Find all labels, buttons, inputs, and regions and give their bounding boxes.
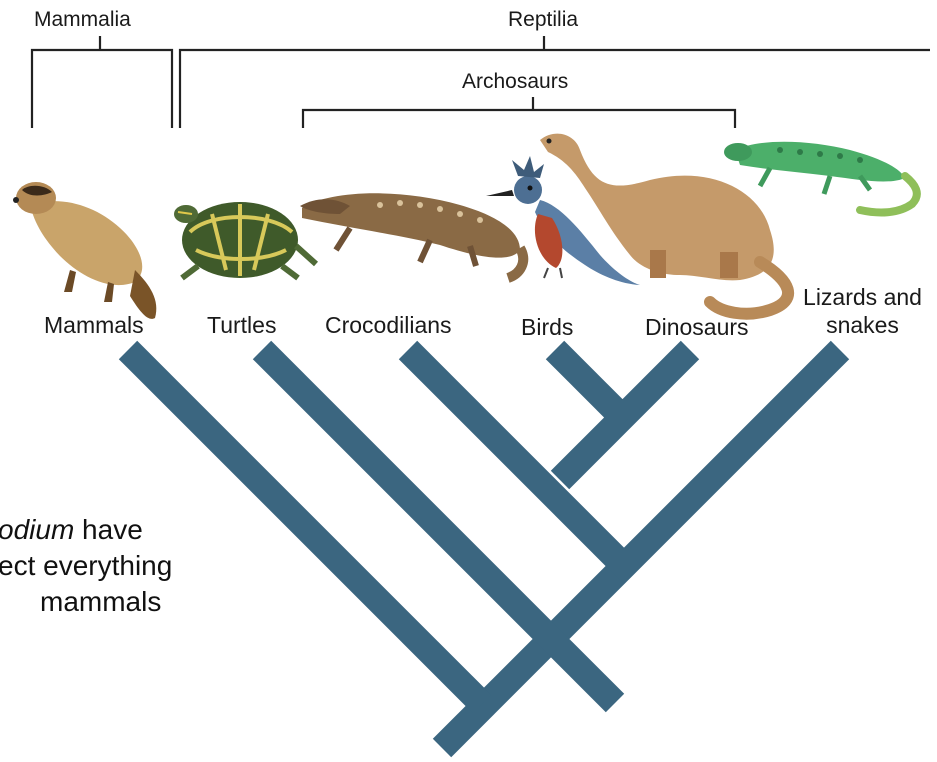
turtle-illustration — [174, 202, 316, 278]
dinosaurs-label: Dinosaurs — [645, 314, 749, 341]
lizards-snakes-label: Lizards and snakes — [790, 283, 935, 339]
caption-line1-rest: have — [74, 514, 143, 545]
crocodilians-label: Crocodilians — [325, 312, 452, 339]
crocodile-illustration — [300, 193, 523, 278]
reptilia-label: Reptilia — [508, 8, 578, 32]
archosaurs-bracket — [303, 97, 735, 128]
lizards-label-line2: snakes — [790, 311, 935, 339]
mammalia-label: Mammalia — [34, 8, 131, 32]
birds-label: Birds — [521, 314, 573, 341]
archosaurs-label: Archosaurs — [462, 70, 568, 94]
ferret-illustration — [13, 182, 156, 319]
caption-line3: mammals — [40, 584, 300, 620]
branch-birds — [555, 350, 626, 421]
mammalia-bracket — [32, 36, 172, 128]
caption-line1: odium have — [0, 512, 298, 548]
lizards-label-line1: Lizards and — [790, 283, 935, 311]
caption-line2: ect everything — [0, 548, 298, 584]
turtles-label: Turtles — [207, 312, 276, 339]
caption-text: odium have ect everything mammals — [0, 512, 300, 620]
mammals-label: Mammals — [44, 312, 144, 339]
caption-line1-italic: odium — [0, 514, 74, 545]
